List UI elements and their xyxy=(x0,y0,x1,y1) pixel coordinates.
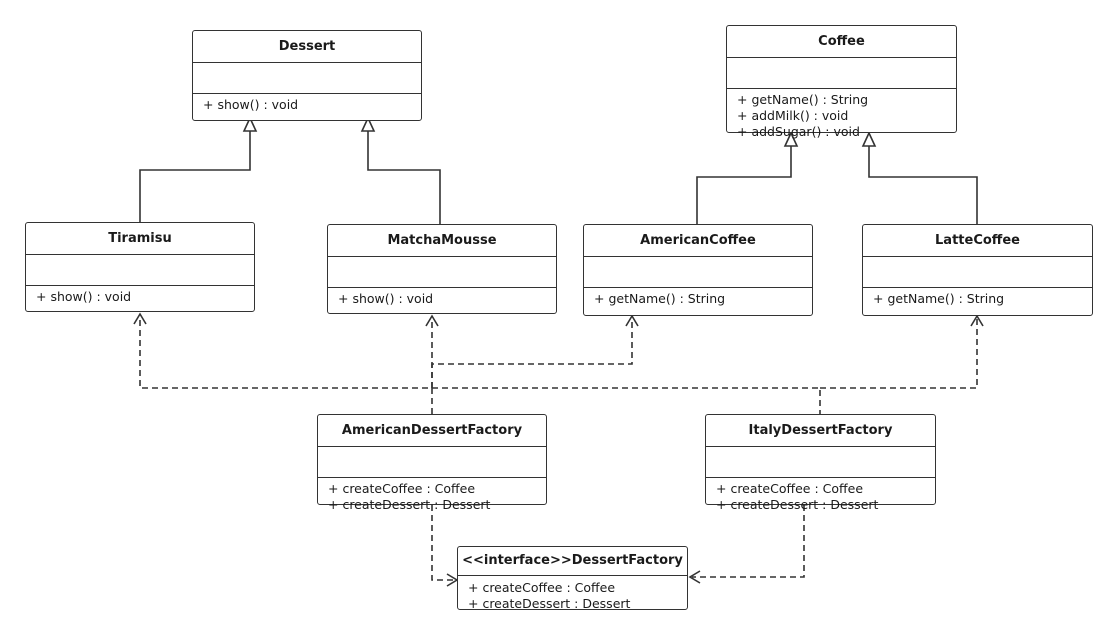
class-name: ItalyDessertFactory xyxy=(706,415,935,447)
class-methods: + createCoffee : Coffee + createDessert … xyxy=(706,478,935,513)
class-attributes xyxy=(706,447,935,478)
class-name: AmericanCoffee xyxy=(584,225,812,257)
interface-methods: + createCoffee : Coffee + createDessert … xyxy=(458,576,687,612)
class-attributes xyxy=(863,257,1092,288)
class-matcha-mousse[interactable]: MatchaMousse + show() : void xyxy=(327,224,557,314)
generalization-lattecoffee-coffee xyxy=(868,146,978,224)
dependency-arrowhead-interface-right xyxy=(688,570,701,584)
generalization-matchamousse-dessert xyxy=(367,131,441,224)
generalization-arrowhead-coffee-right xyxy=(861,131,877,147)
class-attributes xyxy=(584,257,812,288)
class-name: Tiramisu xyxy=(26,223,254,255)
method-item: + createDessert : Dessert xyxy=(328,497,491,512)
class-methods: + show() : void xyxy=(26,286,254,305)
class-methods: + getName() : String xyxy=(863,288,1092,307)
dependency-americanfactory-americancoffee xyxy=(431,318,633,388)
method-item: + createDessert : Dessert xyxy=(716,497,879,512)
class-attributes xyxy=(318,447,546,478)
dependency-arrowhead-tiramisu xyxy=(133,312,147,325)
class-attributes xyxy=(727,58,956,89)
method-item: + addMilk() : void xyxy=(737,108,849,123)
class-attributes xyxy=(26,255,254,286)
method-item: + show() : void xyxy=(36,289,132,304)
class-dessert[interactable]: Dessert + show() : void xyxy=(192,30,422,121)
generalization-arrowhead-dessert-right xyxy=(360,116,376,132)
class-american-coffee[interactable]: AmericanCoffee + getName() : String xyxy=(583,224,813,316)
generalization-tiramisu-dessert xyxy=(139,131,251,222)
class-methods: + show() : void xyxy=(328,288,556,307)
class-name: Coffee xyxy=(727,26,956,58)
method-item: + getName() : String xyxy=(594,291,726,306)
dependency-italyfactory-interface xyxy=(692,505,805,578)
method-item: + addSugar() : void xyxy=(737,124,860,139)
class-italy-dessert-factory[interactable]: ItalyDessertFactory + createCoffee : Cof… xyxy=(705,414,936,512)
method-item: + createCoffee : Coffee xyxy=(716,481,864,496)
generalization-arrowhead-dessert-left xyxy=(242,116,258,132)
interface-name: <<interface>>DessertFactory xyxy=(458,547,687,576)
class-american-dessert-factory[interactable]: AmericanDessertFactory + createCoffee : … xyxy=(317,414,547,512)
method-item: + getName() : String xyxy=(737,92,869,107)
dependency-americanfactory-interface xyxy=(431,505,455,581)
class-methods: + getName() : String xyxy=(584,288,812,307)
method-item: + createCoffee : Coffee xyxy=(328,481,476,496)
class-tiramisu[interactable]: Tiramisu + show() : void xyxy=(25,222,255,312)
dependency-italyfactory-lattecoffee-branch xyxy=(820,318,978,389)
method-item: + show() : void xyxy=(203,97,299,112)
class-latte-coffee[interactable]: LatteCoffee + getName() : String xyxy=(862,224,1093,316)
method-item: + show() : void xyxy=(338,291,434,306)
dependency-americanfactory-tiramisu xyxy=(139,316,433,414)
dependency-arrowhead-matchamousse xyxy=(425,314,439,327)
class-name: Dessert xyxy=(193,31,421,63)
dependency-arrowhead-lattecoffee xyxy=(970,314,984,327)
class-attributes xyxy=(328,257,556,288)
class-name: LatteCoffee xyxy=(863,225,1092,257)
method-item: + createCoffee : Coffee xyxy=(468,580,616,595)
generalization-americancoffee-coffee xyxy=(696,146,792,224)
class-name: AmericanDessertFactory xyxy=(318,415,546,447)
dependency-arrowhead-americancoffee xyxy=(625,314,639,327)
generalization-arrowhead-coffee-left xyxy=(783,131,799,147)
dependency-italyfactory-lattecoffee xyxy=(432,387,821,414)
method-item: + createDessert : Dessert xyxy=(468,596,631,611)
class-methods: + show() : void xyxy=(193,94,421,113)
class-methods: + createCoffee : Coffee + createDessert … xyxy=(318,478,546,513)
class-attributes xyxy=(193,63,421,94)
interface-dessert-factory[interactable]: <<interface>>DessertFactory + createCoff… xyxy=(457,546,688,612)
method-item: + getName() : String xyxy=(873,291,1005,306)
class-methods: + getName() : String + addMilk() : void … xyxy=(727,89,956,140)
class-name: MatchaMousse xyxy=(328,225,556,257)
class-coffee[interactable]: Coffee + getName() : String + addMilk() … xyxy=(726,25,957,139)
